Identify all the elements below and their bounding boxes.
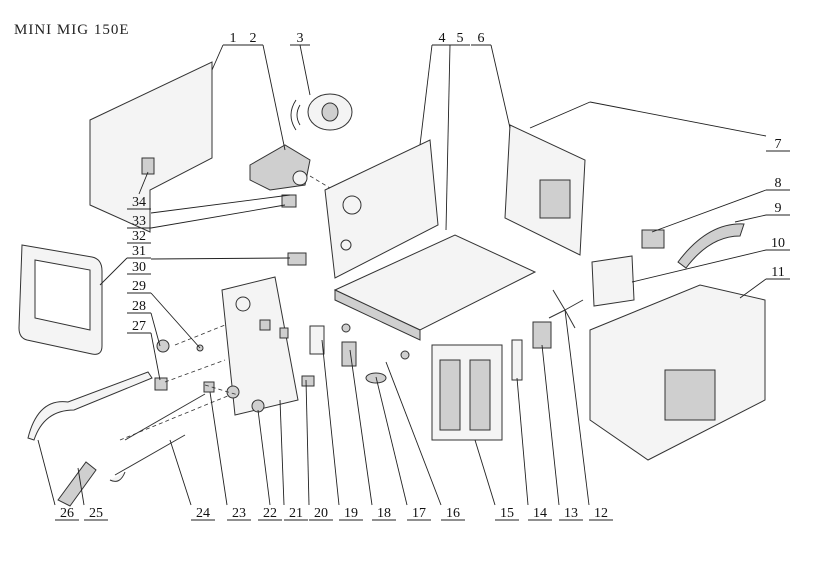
part-number-32: 32 (132, 229, 146, 244)
part-switch-a (341, 341, 357, 367)
leader-line-5 (445, 44, 451, 231)
part-nut (154, 377, 168, 391)
leader-line-13 (541, 344, 560, 506)
part-bushing (156, 339, 170, 353)
part-number-29: 29 (132, 279, 146, 294)
leader-line-14 (516, 377, 529, 506)
part-number-19: 19 (344, 506, 358, 521)
part-number-27: 27 (132, 319, 146, 334)
part-number-18: 18 (377, 506, 391, 521)
part-clip (641, 229, 665, 249)
part-back-panel (504, 124, 586, 256)
part-wire-feeder (249, 144, 311, 191)
leader-line-30 (150, 257, 291, 260)
part-number-2: 2 (250, 31, 257, 46)
leader-line-8 (651, 189, 767, 233)
leader-line-23 (209, 391, 228, 506)
part-number-8: 8 (775, 176, 782, 191)
part-cable (529, 101, 591, 129)
leader-line-33 (150, 194, 291, 214)
leader-line-17 (375, 376, 408, 506)
part-handle (677, 223, 745, 269)
part-number-34: 34 (132, 195, 146, 210)
part-number-22: 22 (263, 506, 277, 521)
leader-line-32 (150, 204, 286, 229)
leader-line-19 (321, 339, 340, 506)
part-front-bezel (18, 244, 103, 355)
part-transformer (431, 344, 503, 441)
leader-line-31 (99, 257, 128, 286)
part-side-cover (89, 61, 213, 233)
part-number-13: 13 (564, 506, 578, 521)
leader-line-16 (385, 361, 442, 506)
leader-line-24 (169, 439, 192, 506)
part-number-28: 28 (132, 299, 146, 314)
leader-line-20 (305, 379, 310, 506)
part-base-tray (333, 234, 537, 360)
part-bracket (511, 339, 523, 381)
part-number-20: 20 (314, 506, 328, 521)
part-fan-plate (591, 255, 635, 307)
part-ground-cable (109, 393, 206, 482)
part-front-panel (221, 276, 299, 416)
part-number-10: 10 (771, 236, 785, 251)
part-number-4: 4 (439, 31, 446, 46)
part-number-26: 26 (60, 506, 74, 521)
leader-line-7 (589, 101, 767, 137)
leader-line-22 (257, 409, 271, 506)
part-number-15: 15 (500, 506, 514, 521)
part-number-24: 24 (196, 506, 210, 521)
part-number-7: 7 (775, 137, 782, 152)
part-number-33: 33 (132, 214, 146, 229)
part-number-14: 14 (533, 506, 547, 521)
leader-line-11 (739, 278, 767, 299)
leader-line-25 (77, 467, 85, 506)
part-button (287, 252, 307, 266)
part-number-25: 25 (89, 506, 103, 521)
part-number-31: 31 (132, 244, 146, 259)
part-fan-blade (548, 289, 584, 329)
leader-line-10 (631, 249, 767, 283)
part-number-3: 3 (297, 31, 304, 46)
part-number-1: 1 (230, 31, 237, 46)
part-ground-clamp (57, 461, 97, 507)
part-number-17: 17 (412, 506, 426, 521)
part-number-5: 5 (457, 31, 464, 46)
part-number-12: 12 (594, 506, 608, 521)
leader-line-29 (150, 292, 201, 349)
leader-line-34 (138, 171, 149, 195)
leader-line-15 (474, 439, 496, 506)
diagram-title: MINI MIG 150E (14, 22, 130, 38)
part-number-6: 6 (478, 31, 485, 46)
leader-line-1 (211, 44, 224, 71)
leader-line-27 (150, 332, 161, 381)
leader-line-18 (349, 349, 373, 506)
part-inner-panel (324, 139, 439, 279)
leader-line-3 (299, 44, 311, 96)
part-torch (27, 371, 153, 441)
leader-line-26 (37, 439, 56, 506)
part-switch-b (301, 375, 315, 387)
leader-line-6 (490, 44, 511, 129)
part-number-11: 11 (771, 265, 784, 280)
part-spool (290, 93, 353, 131)
leader-line-4 (419, 44, 433, 146)
part-number-21: 21 (289, 506, 303, 521)
part-bracket-b (309, 325, 325, 355)
leader-line-12 (564, 309, 590, 506)
part-terminal (203, 381, 215, 393)
part-number-9: 9 (775, 201, 782, 216)
part-number-30: 30 (132, 260, 146, 275)
part-number-16: 16 (446, 506, 460, 521)
part-outer-case (589, 284, 766, 461)
leader-line-21 (279, 399, 285, 506)
leader-line-2 (262, 44, 286, 151)
part-fan-motor (532, 321, 552, 349)
leader-line-28 (150, 312, 161, 347)
leader-line-9 (734, 214, 767, 223)
part-number-23: 23 (232, 506, 246, 521)
